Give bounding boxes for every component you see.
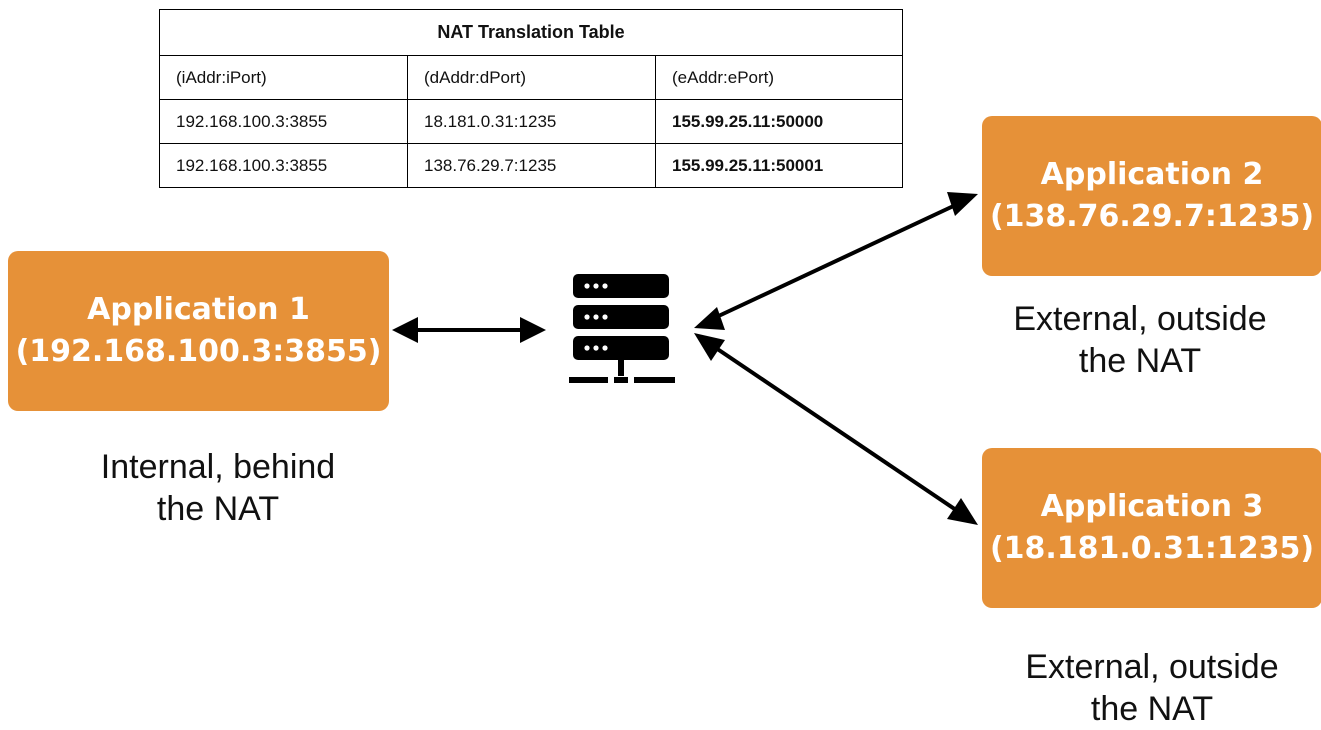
application-3-name: Application 3 — [1040, 489, 1264, 524]
column-header-internal: (iAddr:iPort) — [159, 55, 408, 100]
column-header-destination: (dAddr:dPort) — [407, 55, 656, 100]
application-1-box: Application 1 (192.168.100.3:3855) — [8, 251, 389, 411]
caption-line: the NAT — [1078, 342, 1202, 380]
application-3-address: (18.181.0.31:1235) — [989, 531, 1315, 566]
table-cell-destination: 138.76.29.7:1235 — [407, 143, 656, 188]
column-header-external: (eAddr:ePort) — [654, 55, 904, 100]
table-cell-destination: 18.181.0.31:1235 — [407, 99, 656, 144]
caption-line: External, outside — [1025, 648, 1279, 686]
arrow-nat-app2 — [694, 192, 978, 330]
application-2-address: (138.76.29.7:1235) — [989, 199, 1315, 234]
caption-line: Internal, behind — [100, 448, 336, 486]
arrow-nat-app3 — [694, 333, 978, 525]
nat-translation-table: NAT Translation Table (iAddr:iPort) (dAd… — [158, 9, 904, 188]
arrow-app1-nat — [392, 317, 546, 343]
table-row: 192.168.100.3:3855 18.181.0.31:1235 155.… — [159, 99, 904, 144]
table-header-row: (iAddr:iPort) (dAddr:dPort) (eAddr:ePort… — [159, 55, 904, 100]
caption-line: the NAT — [156, 490, 280, 528]
table-cell-external: 155.99.25.11:50001 — [654, 143, 904, 188]
table-cell-internal: 192.168.100.3:3855 — [159, 143, 408, 188]
table-title-row: NAT Translation Table — [158, 9, 904, 56]
table-row: 192.168.100.3:3855 138.76.29.7:1235 155.… — [159, 143, 904, 188]
table-title: NAT Translation Table — [158, 9, 904, 56]
caption-line: External, outside — [1013, 300, 1267, 338]
table-cell-internal: 192.168.100.3:3855 — [159, 99, 408, 144]
application-1-name: Application 1 — [87, 292, 310, 327]
application-3-caption: External, outside the NAT — [992, 646, 1312, 730]
application-2-box: Application 2 (138.76.29.7:1235) — [982, 116, 1321, 276]
application-3-box: Application 3 (18.181.0.31:1235) — [982, 448, 1321, 608]
application-2-caption: External, outside the NAT — [980, 298, 1300, 382]
application-1-address: (192.168.100.3:3855) — [15, 334, 382, 369]
application-1-caption: Internal, behind the NAT — [58, 446, 378, 530]
application-2-name: Application 2 — [1040, 157, 1264, 192]
caption-line: the NAT — [1090, 690, 1214, 728]
table-cell-external: 155.99.25.11:50000 — [654, 99, 904, 144]
server-icon — [569, 274, 675, 383]
